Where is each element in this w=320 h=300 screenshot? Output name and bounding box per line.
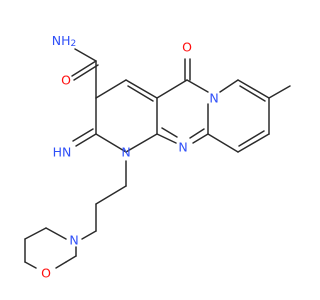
bond	[74, 48, 97, 62]
atom-labels: NH2 O O HN N N N N O	[41, 33, 219, 281]
bond	[95, 185, 127, 205]
bond	[237, 133, 270, 153]
bridgehead-nitrogen-label: N	[209, 91, 218, 106]
bond	[237, 79, 270, 99]
amide-nh2-main: NH	[52, 33, 71, 48]
bond	[207, 133, 239, 153]
bond	[72, 128, 94, 142]
ring-nitrogen-1-label: N	[121, 145, 130, 160]
bond	[71, 60, 97, 77]
bond	[156, 79, 188, 99]
amide-nh2-label: NH2	[52, 33, 76, 50]
bond	[268, 85, 291, 99]
bond	[95, 79, 127, 99]
bond	[125, 79, 158, 99]
morpholine-nitrogen-label: N	[69, 233, 78, 248]
bond	[219, 79, 239, 93]
bond	[186, 79, 209, 93]
bonds	[24, 48, 291, 269]
bond	[189, 128, 205, 139]
bond	[24, 261, 37, 269]
bond	[73, 64, 99, 81]
bond	[75, 133, 97, 147]
morpholine-oxygen-label: O	[41, 266, 51, 281]
ring-carbonyl-oxygen-label: O	[182, 40, 192, 55]
bond	[24, 227, 47, 240]
molecule-structure-diagram: NH2 O O HN N N N N O	[24, 33, 291, 281]
bond	[125, 133, 158, 153]
bond	[45, 227, 67, 240]
bond	[239, 85, 266, 102]
pyrimidine-nitrogen-label: N	[178, 140, 187, 155]
bond	[238, 130, 265, 147]
imine-nh-label: HN	[53, 145, 72, 160]
bond	[95, 133, 127, 153]
amide-oxygen-label: O	[61, 73, 71, 88]
bond	[127, 85, 154, 102]
bond	[161, 127, 178, 138]
bond	[65, 255, 77, 263]
bond	[55, 261, 67, 269]
bond	[156, 133, 177, 144]
amide-nh2-subscript: 2	[71, 39, 77, 49]
bond	[192, 133, 209, 144]
bond	[81, 230, 97, 240]
